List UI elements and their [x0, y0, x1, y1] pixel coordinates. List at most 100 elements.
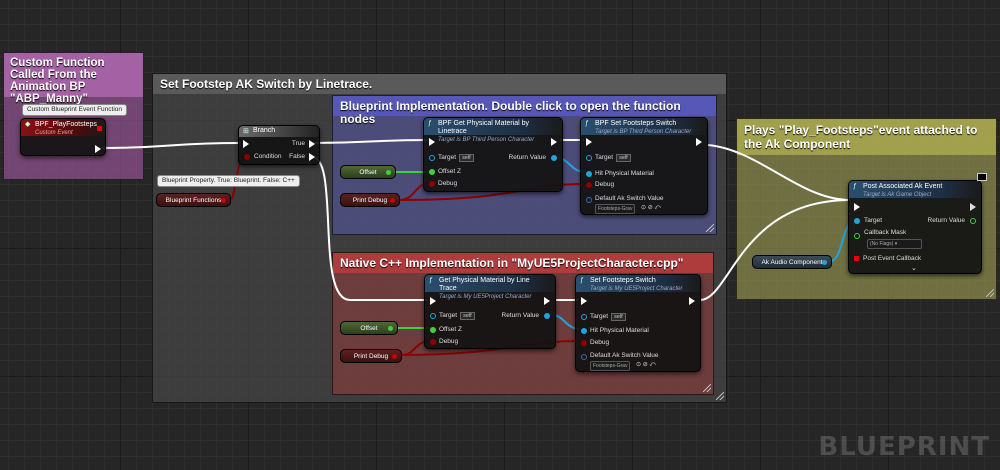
offset-var[interactable]: Offset	[340, 165, 396, 179]
false-exec-pin[interactable]	[309, 153, 315, 161]
bool-pin[interactable]	[221, 198, 226, 203]
offset-z-pin[interactable]	[429, 169, 435, 175]
exec-out-pin[interactable]	[689, 297, 695, 305]
exec-in-pin[interactable]	[243, 140, 249, 148]
cpp-set-node[interactable]: ƒ Set Footsteps Switch Target is My UE5P…	[575, 274, 701, 372]
hit-material-pin[interactable]	[586, 171, 592, 177]
node-header: ƒ Post Associated Ak Event Target is Ak …	[849, 181, 981, 198]
false-label: False	[289, 153, 305, 160]
blueprint-functions-var[interactable]: Blueprint Functions	[156, 193, 231, 207]
branch-node[interactable]: ⊞ Branch True Condition False	[238, 125, 320, 165]
var-label: Blueprint Functions	[165, 197, 222, 204]
true-exec-pin[interactable]	[309, 140, 315, 148]
print-debug-var[interactable]: Print Debug	[340, 349, 402, 363]
target-pin[interactable]	[430, 313, 436, 319]
exec-in-pin[interactable]	[430, 297, 436, 305]
ak-audio-component-var[interactable]: Ak Audio Component	[752, 255, 832, 269]
comment-title: Custom Function Called From the Animatio…	[4, 53, 143, 105]
var-label: Ak Audio Component	[761, 259, 823, 266]
hit-material-pin[interactable]	[581, 328, 587, 334]
target-pin[interactable]	[854, 218, 860, 224]
exec-out-pin[interactable]	[970, 203, 976, 211]
exec-in-pin[interactable]	[429, 138, 435, 146]
return-label: Return Value	[508, 154, 546, 161]
branch-icon: ⊞	[243, 128, 249, 135]
hit-material-label: Hit Physical Material	[595, 170, 654, 177]
delegate-pin[interactable]	[97, 126, 102, 131]
resize-grip[interactable]	[716, 392, 724, 400]
node-subtitle: Target is BP Third Person Character	[595, 129, 692, 135]
bpf-get-node[interactable]: ƒ BPF Get Physical Material by Linetrace…	[423, 117, 563, 192]
offset-z-label: Offset Z	[439, 326, 462, 333]
node-header: ƒ Get Physical Material by Line Trace Ta…	[425, 275, 555, 300]
target-pin[interactable]	[586, 155, 592, 161]
node-title: BPF Get Physical Material by Linetrace	[438, 120, 530, 135]
callback-mask-label: Callback Mask	[864, 229, 907, 236]
condition-pin[interactable]	[244, 154, 250, 160]
float-pin[interactable]	[386, 170, 391, 175]
exec-out-pin[interactable]	[696, 138, 702, 146]
resize-grip[interactable]	[706, 224, 714, 232]
var-label: Print Debug	[352, 197, 388, 204]
debug-pin[interactable]	[429, 181, 435, 187]
debug-label: Debug	[438, 180, 458, 187]
exec-out-pin[interactable]	[95, 145, 101, 153]
default-switch-pin[interactable]	[586, 197, 592, 203]
node-header: ⊞ Branch	[239, 126, 319, 137]
node-subtitle: Target is My UE5Project Character	[590, 286, 683, 292]
resize-grip[interactable]	[703, 384, 711, 392]
browse-icon[interactable]: ⊙ ⊘ ⤺	[641, 205, 661, 211]
debug-pin[interactable]	[581, 340, 587, 346]
default-switch-label: Default Ak Switch Value	[595, 195, 664, 202]
node-subtitle: Target is Ak Game Object	[863, 192, 932, 198]
offset-var[interactable]: Offset	[340, 321, 398, 335]
offset-z-pin[interactable]	[430, 327, 436, 333]
print-debug-var[interactable]: Print Debug	[340, 193, 400, 207]
bool-pin[interactable]	[390, 198, 395, 203]
switch-value-dropdown[interactable]: Footsteps-Grav	[590, 361, 631, 371]
default-switch-pin[interactable]	[581, 354, 587, 360]
return-pin[interactable]	[544, 313, 550, 319]
target-pin[interactable]	[581, 314, 587, 320]
target-pin[interactable]	[429, 155, 435, 161]
bool-pin[interactable]	[392, 354, 397, 359]
callback-mask-pin[interactable]	[854, 233, 860, 239]
switch-value-dropdown[interactable]: Footsteps-Grav	[595, 204, 636, 214]
debug-pin[interactable]	[586, 182, 592, 188]
debug-label: Debug	[439, 338, 459, 345]
return-pin[interactable]	[970, 218, 976, 224]
condition-label: Condition	[254, 153, 282, 160]
function-icon: ƒ	[429, 277, 433, 284]
exec-in-pin[interactable]	[586, 138, 592, 146]
object-pin[interactable]	[822, 260, 827, 265]
exec-out-pin[interactable]	[551, 138, 557, 146]
debug-pin[interactable]	[430, 339, 436, 345]
return-label: Return Value	[927, 217, 965, 224]
callback-pin[interactable]	[854, 256, 859, 261]
float-pin[interactable]	[388, 326, 393, 331]
exec-out-pin[interactable]	[544, 297, 550, 305]
browse-icon[interactable]: ⊙ ⊘ ⤺	[636, 362, 656, 368]
comment-title: Blueprint Implementation. Double click t…	[333, 96, 716, 126]
node-header: ƒ Set Footsteps Switch Target is My UE5P…	[576, 275, 700, 292]
comment-custom-function[interactable]: Custom Function Called From the Animatio…	[3, 52, 144, 180]
node-title: Get Physical Material by Line Trace	[439, 277, 530, 292]
return-pin[interactable]	[551, 155, 557, 161]
event-icon: ◆	[25, 121, 31, 128]
expand-chevron-icon[interactable]: ⌄	[911, 265, 917, 272]
cpp-get-node[interactable]: ƒ Get Physical Material by Line Trace Ta…	[424, 274, 556, 349]
no-flags-dropdown[interactable]: (No Flags) ▾	[867, 239, 922, 249]
bp-property-note: Blueprint Property. True: Blueprint. Fal…	[157, 175, 300, 187]
function-icon: ƒ	[585, 120, 589, 127]
bpf-set-node[interactable]: ƒ BPF Set Footsteps Switch Target is BP …	[580, 117, 708, 215]
post-event-node[interactable]: ƒ Post Associated Ak Event Target is Ak …	[848, 180, 982, 274]
var-label: Offset	[359, 169, 377, 176]
exec-in-pin[interactable]	[581, 297, 587, 305]
custom-event-node[interactable]: ◆ BPF_PlayFootsteps Custom Event	[20, 118, 106, 156]
offset-z-label: Offset Z	[438, 168, 461, 175]
var-label: Print Debug	[353, 353, 389, 360]
exec-in-pin[interactable]	[854, 203, 860, 211]
function-icon: ƒ	[428, 120, 432, 127]
resize-grip[interactable]	[986, 289, 994, 297]
